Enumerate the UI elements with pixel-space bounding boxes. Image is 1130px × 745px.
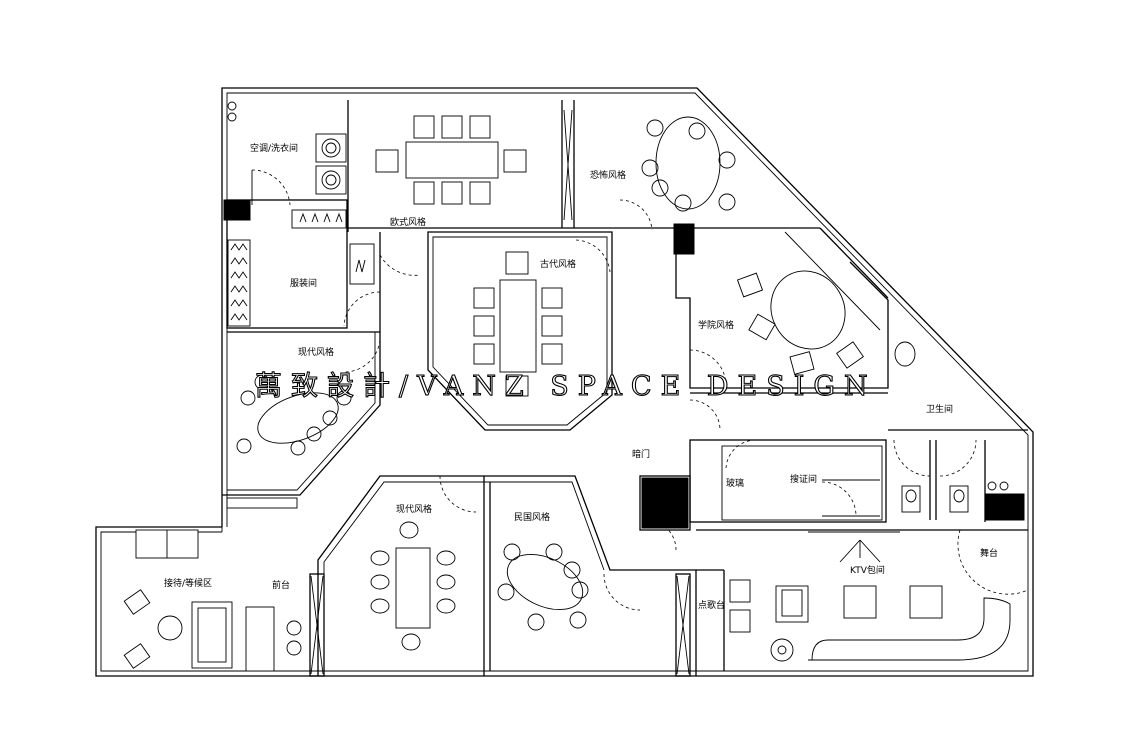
watermark: 萬致設計/VANZ SPACE DESIGN bbox=[255, 371, 877, 402]
label-reception: 接待/等候区 bbox=[164, 577, 212, 589]
furniture-republic bbox=[497, 543, 589, 631]
label-restroom: 卫生间 bbox=[926, 403, 953, 415]
outer-walls bbox=[95, 87, 1034, 677]
furniture-wardrobe bbox=[227, 209, 375, 327]
label-secret-door: 暗门 bbox=[632, 448, 650, 460]
label-glass: 玻璃 bbox=[726, 477, 744, 489]
label-republic: 民国风格 bbox=[514, 511, 550, 523]
furniture-academy bbox=[736, 270, 864, 375]
label-ancient: 古代风格 bbox=[540, 258, 576, 270]
interior-walls bbox=[222, 100, 1028, 677]
furniture-ac-laundry bbox=[227, 101, 347, 195]
label-front-desk: 前台 bbox=[272, 579, 290, 591]
label-costume: 服装间 bbox=[290, 277, 317, 289]
furniture-modern-bottom bbox=[370, 521, 456, 651]
label-search-room: 搜证间 bbox=[790, 473, 817, 485]
furniture-modern-top bbox=[236, 374, 352, 456]
label-stage: 舞台 bbox=[980, 547, 998, 559]
label-modern-top: 现代风格 bbox=[298, 346, 334, 358]
room-labels: 空调/洗衣间 欧式风格 恐怖风格 古代风格 服装间 学院风格 现代风格 卫生间 … bbox=[164, 142, 998, 611]
furniture-european bbox=[375, 115, 527, 205]
furniture-reception bbox=[123, 529, 302, 672]
furniture-ktv bbox=[729, 531, 1011, 662]
doors bbox=[251, 169, 1029, 611]
label-ktv: KTV包间 bbox=[850, 564, 885, 576]
label-european: 欧式风格 bbox=[390, 216, 426, 228]
furniture-restroom bbox=[894, 341, 1009, 513]
furniture-ancient bbox=[473, 251, 563, 397]
label-horror: 恐怖风格 bbox=[590, 169, 626, 181]
label-ac-laundry: 空调/洗衣间 bbox=[250, 142, 298, 154]
label-modern-bottom: 现代风格 bbox=[396, 503, 432, 515]
columns bbox=[223, 199, 1025, 529]
furniture-horror bbox=[641, 116, 736, 212]
label-song-station: 点歌台 bbox=[698, 599, 725, 611]
label-academy: 学院风格 bbox=[698, 319, 734, 331]
